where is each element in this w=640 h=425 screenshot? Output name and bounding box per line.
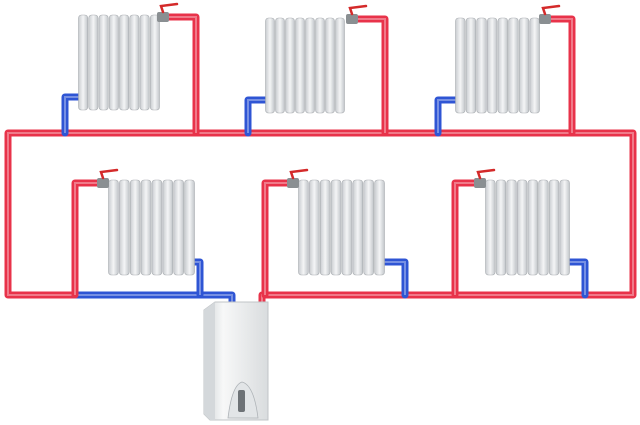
radiator-section [184,179,195,276]
radiator-section [98,14,109,111]
radiator-section [119,14,130,111]
radiator-return-pipe [564,258,589,299]
radiator-section [173,179,184,276]
radiator-section [497,17,508,114]
radiator [455,4,561,114]
radiator-section [295,17,305,114]
radiator-supply-pipe [71,179,107,299]
radiator-section [140,179,152,276]
radiator-section [275,17,285,114]
radiator-section [129,14,140,111]
valve-handle-icon [348,4,368,16]
radiator-return-pipe [61,93,84,137]
radiator-section [78,14,89,111]
radiator-section [548,179,560,276]
boiler [203,301,269,421]
boiler-display-icon [238,390,245,412]
valve-icon [157,12,169,22]
radiator-supply-pipe-highlight [165,16,197,133]
radiator-supply-pipe-highlight [454,182,480,295]
radiator-section [88,14,99,111]
radiator-section [139,14,150,111]
radiator-section [319,179,331,276]
radiator-supply-pipe [451,179,484,299]
valve-icon [474,178,486,188]
boiler-side [204,302,215,420]
radiator-section [325,17,335,114]
radiator-section [518,17,530,114]
radiator-section [265,17,275,114]
valve-handle-icon [541,4,561,16]
radiator-supply-pipe-highlight [264,182,293,295]
radiator-return-pipe [434,96,461,137]
radiator-return-pipe [379,258,409,299]
radiator-section [527,179,538,276]
radiator-section [149,14,160,111]
radiator-section [335,17,345,114]
radiator-section [506,179,517,276]
radiator-section [315,17,325,114]
valve-handle-icon [289,168,309,180]
radiator [78,2,179,111]
radiators [78,2,570,276]
radiator-return-pipe-highlight [383,261,406,295]
radiator-supply-pipe-highlight [545,18,573,133]
valve-handle-icon [99,168,119,180]
radiator-supply-pipe-highlight [74,182,103,295]
radiator-section [285,17,295,114]
radiator-section [108,14,119,111]
valve-icon [97,178,109,188]
radiator-section [374,179,385,276]
valve-icon [346,14,358,24]
radiator-section [352,179,364,276]
radiator-section [129,179,141,276]
radiator-section [476,17,487,114]
radiator-return-pipe-highlight [437,99,457,133]
valve-icon [287,178,299,188]
radiator-section [151,179,163,276]
radiator-supply-pipe [346,15,389,137]
radiator-section [341,179,353,276]
radiator-section [330,179,342,276]
radiator-return-pipe-highlight [247,99,267,133]
radiator [97,168,195,276]
valve-handle-icon [159,2,179,14]
radiator [474,168,570,276]
radiator-section [309,179,320,276]
valve-handle-icon [476,168,496,180]
radiator-section [508,17,519,114]
return-main-pipe [71,291,236,309]
radiator [265,4,368,114]
radiator-section [119,179,130,276]
radiator-return-pipe [244,96,271,137]
radiator-section [298,179,309,276]
radiator-section [162,179,174,276]
radiator-section [363,179,374,276]
radiator-section [495,179,507,276]
radiator-supply-pipe [161,13,200,137]
radiator-section [559,179,570,276]
radiator-section [538,179,549,276]
radiator-section [487,17,498,114]
radiator-section [108,179,119,276]
valve-icon [539,14,551,24]
radiator-section [305,17,315,114]
radiator-section [465,17,477,114]
radiator-supply-pipe [261,179,297,299]
pipes [4,13,637,309]
radiator-return-pipe-highlight [568,261,586,295]
radiator-section [517,179,528,276]
radiator-supply-pipe-highlight [350,18,386,133]
radiator-section [485,179,496,276]
radiator-return-pipe-highlight [193,261,201,295]
radiator [287,168,385,276]
radiator-section [529,17,540,114]
radiator-return-pipe [189,258,204,299]
radiator-section [455,17,466,114]
radiator-supply-pipe [541,15,576,137]
radiator-return-pipe-highlight [64,96,80,133]
